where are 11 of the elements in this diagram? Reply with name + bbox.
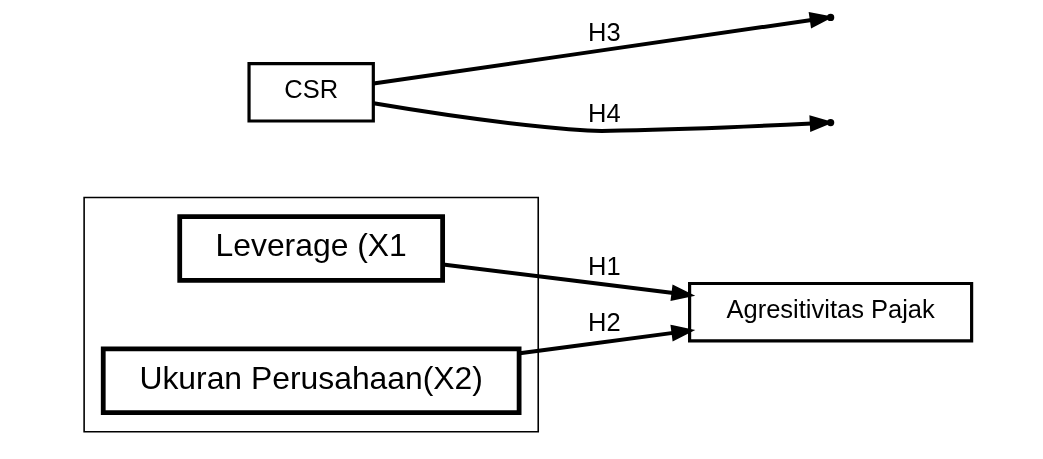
cluster [83, 196, 540, 433]
edge-label: H4 [588, 99, 621, 128]
edge-label: H1 [588, 252, 621, 281]
arrow [519, 324, 696, 356]
edge-label: H3 [588, 18, 621, 46]
node-box: Agresitivitas Pajak [688, 281, 974, 343]
node-box: Ukuran Perusahaan(X2) [100, 346, 522, 415]
arrow [442, 262, 696, 302]
edge-label: H2 [588, 308, 621, 336]
node-box: Leverage (X1 [177, 214, 445, 283]
node-box: CSR [247, 62, 375, 123]
